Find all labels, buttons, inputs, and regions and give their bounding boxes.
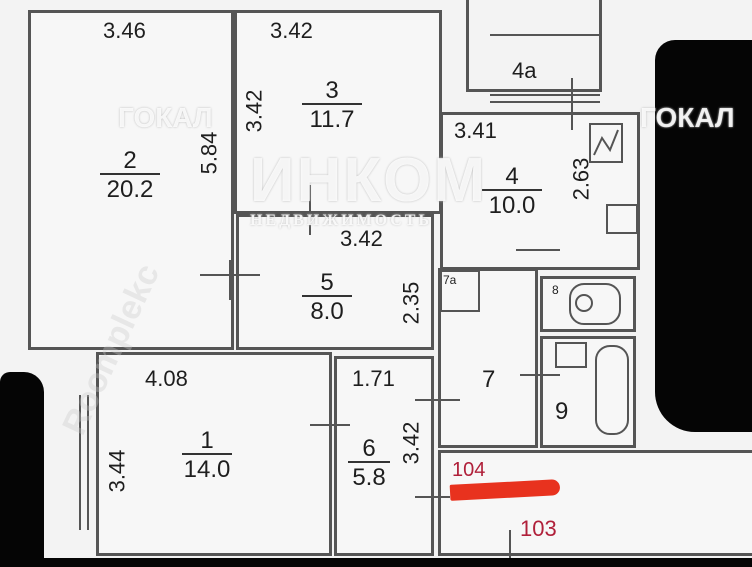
room-1-length: 3.44: [104, 449, 130, 493]
room-5-width: 3.42: [340, 226, 383, 251]
room-4-width: 3.41: [454, 118, 497, 143]
room-3-length: 3.42: [241, 89, 267, 133]
room-2-width: 3.46: [103, 18, 146, 43]
redaction-left: [0, 372, 44, 567]
room-8-label: 8: [552, 283, 559, 297]
room-4a-label: 4a: [512, 58, 537, 83]
room-2-length: 5.84: [196, 131, 222, 175]
room-6-area: 5.8: [348, 461, 390, 490]
stove-burner-icon: [593, 129, 619, 156]
room-2: [28, 10, 234, 350]
watermark-side-right: ГОКАЛ: [640, 102, 735, 133]
room-3: [234, 10, 442, 214]
room-2-number: 2: [123, 147, 137, 174]
room-4-length: 2.63: [568, 157, 594, 201]
room-1-area: 14.0: [182, 453, 232, 482]
redaction-right: [655, 40, 752, 432]
room-1-number: 1: [200, 427, 214, 454]
room-5-area: 8.0: [302, 295, 352, 324]
room-6: [334, 356, 434, 556]
watermark-brand: ИНКОМ: [250, 146, 488, 215]
room-6-width: 1.71: [352, 366, 395, 391]
sink-icon: [606, 204, 638, 234]
room-1-width: 4.08: [145, 366, 188, 391]
bottom-edge: [0, 558, 752, 567]
room-3-number: 3: [325, 77, 339, 104]
room-7a: [440, 270, 480, 312]
room-6-length: 3.42: [398, 421, 424, 465]
room-5-length: 2.35: [398, 281, 424, 325]
room-5: [236, 214, 434, 350]
room-4: [440, 112, 640, 270]
room-5-number: 5: [320, 269, 334, 296]
stove-icon: [589, 123, 623, 163]
corridor: [438, 450, 752, 556]
room-4-area: 10.0: [482, 189, 542, 218]
wall-and-door-marks: [79, 34, 600, 560]
room-7-label: 7: [482, 366, 496, 393]
washbasin-icon: [555, 342, 587, 368]
room-7a-label: 7a: [443, 273, 457, 287]
corridor-crossed-number: 104: [452, 459, 486, 481]
room-2-area: 20.2: [100, 173, 160, 202]
room-4-number: 4: [505, 163, 519, 190]
toilet-icon: [569, 283, 621, 325]
corridor-number: 103: [520, 516, 557, 541]
room-3-width: 3.42: [270, 18, 313, 43]
room-3-area: 11.7: [302, 103, 362, 132]
room-6-number: 6: [362, 435, 376, 462]
room-4a-balcony: [466, 0, 602, 92]
room-9-label: 9: [555, 398, 569, 425]
bathtub-icon: [595, 345, 629, 435]
watermark-side-left: ГОКАЛ: [118, 102, 213, 133]
toilet-bowl-icon: [575, 294, 593, 312]
watermark-subtitle: НЕДВИЖИМОСТЬ: [250, 212, 433, 229]
